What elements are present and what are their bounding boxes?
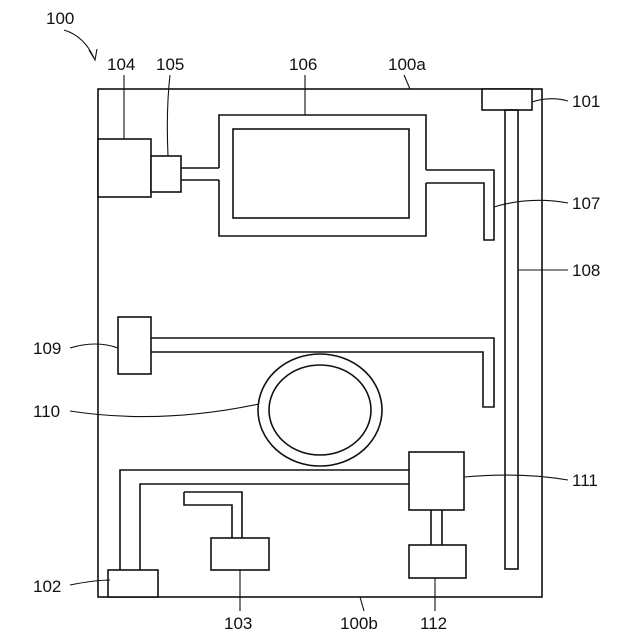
- leader-105: [167, 75, 170, 156]
- tank-106-inner: [233, 129, 409, 218]
- pipe-111-112: [431, 510, 442, 545]
- leader-111: [464, 475, 568, 480]
- pipe-105-106: [181, 168, 219, 180]
- label-103: 103: [224, 614, 252, 633]
- label-100a: 100a: [388, 55, 426, 74]
- component-111: [409, 452, 464, 510]
- label-104: 104: [107, 55, 135, 74]
- label-101: 101: [572, 92, 600, 111]
- component-105: [151, 156, 181, 192]
- component-112: [409, 545, 466, 578]
- label-100: 100: [46, 9, 74, 28]
- ring-110-inner: [269, 365, 371, 455]
- label-105: 105: [156, 55, 184, 74]
- label-112: 112: [420, 614, 447, 633]
- label-108: 108: [572, 261, 600, 280]
- component-103: [211, 538, 269, 570]
- component-109: [118, 317, 151, 374]
- ring-110-outer: [258, 354, 382, 466]
- component-104: [98, 139, 151, 197]
- leader-109: [70, 344, 118, 348]
- leader-101: [532, 99, 568, 102]
- leader-100b: [360, 597, 364, 611]
- label-109: 109: [33, 339, 61, 358]
- label-102: 102: [33, 577, 61, 596]
- tank-106-outer-top: [219, 115, 426, 170]
- label-106: 106: [289, 55, 317, 74]
- leader-100a: [404, 75, 410, 89]
- label-110: 110: [33, 402, 60, 421]
- pipe-107: [426, 170, 494, 240]
- component-101: [482, 89, 532, 110]
- pipe-103: [184, 492, 242, 538]
- leader-102: [70, 580, 110, 585]
- leader-100: [64, 30, 94, 58]
- pipe-109: [151, 338, 494, 407]
- component-102: [108, 570, 158, 597]
- label-111: 111: [572, 471, 598, 490]
- label-100b: 100b: [340, 614, 378, 633]
- duct-108: [505, 110, 518, 569]
- label-107: 107: [572, 194, 600, 213]
- tank-106-outer-bottom: [219, 180, 426, 236]
